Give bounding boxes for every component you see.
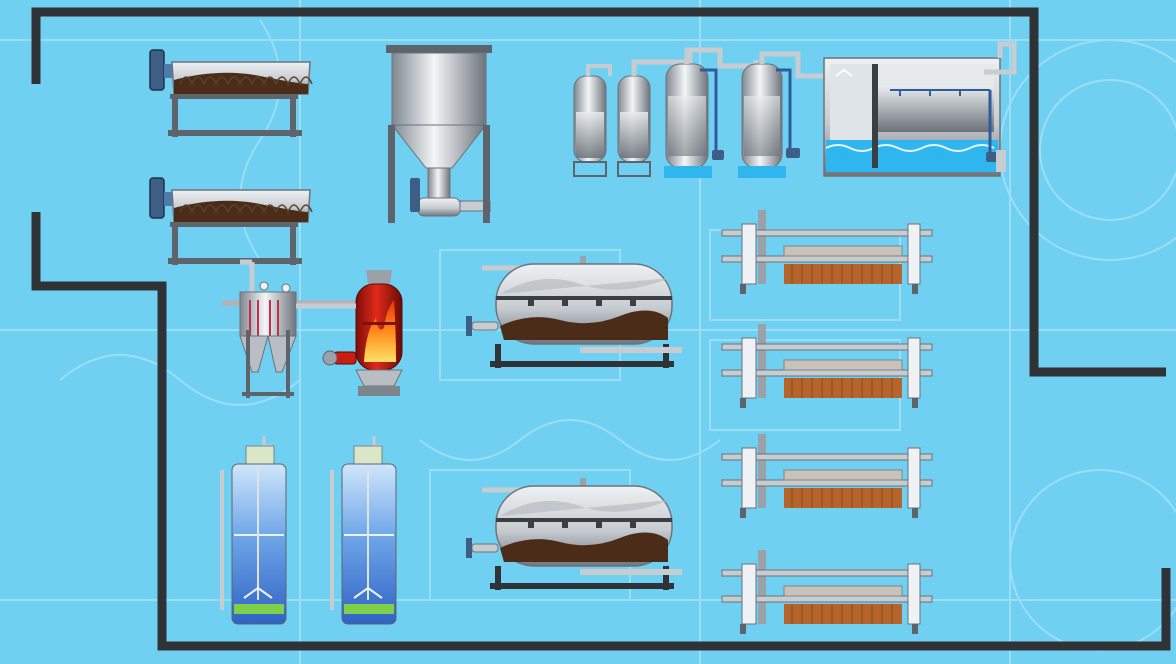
scrubber-tower[interactable]: [617, 52, 693, 177]
fire-icon: [364, 300, 396, 362]
settling-column[interactable]: [330, 436, 397, 625]
connecting-pipe: [249, 262, 356, 309]
screw-conveyor[interactable]: [149, 49, 313, 137]
scrubber-tower[interactable]: [664, 47, 759, 178]
scrubber-tower[interactable]: [573, 64, 612, 177]
storage-hopper[interactable]: [386, 45, 492, 223]
spray-tank[interactable]: [823, 41, 1017, 177]
motor-icon: [410, 178, 420, 212]
motor-icon: [149, 177, 172, 219]
filter-press[interactable]: [721, 324, 933, 408]
motor-icon: [149, 49, 172, 91]
filter-press[interactable]: [721, 550, 933, 634]
screw-conveyor[interactable]: [149, 177, 313, 265]
hot-air-furnace[interactable]: [322, 270, 403, 396]
scrubber-tower[interactable]: [738, 51, 826, 178]
cyclone-filter[interactable]: [222, 259, 358, 398]
building-wall: [31, 7, 1171, 651]
horizontal-reactor-tank[interactable]: [466, 256, 682, 368]
horizontal-reactor-tank[interactable]: [466, 478, 682, 590]
filter-press[interactable]: [721, 434, 933, 518]
settling-column[interactable]: [220, 436, 287, 625]
filter-press[interactable]: [721, 210, 933, 294]
